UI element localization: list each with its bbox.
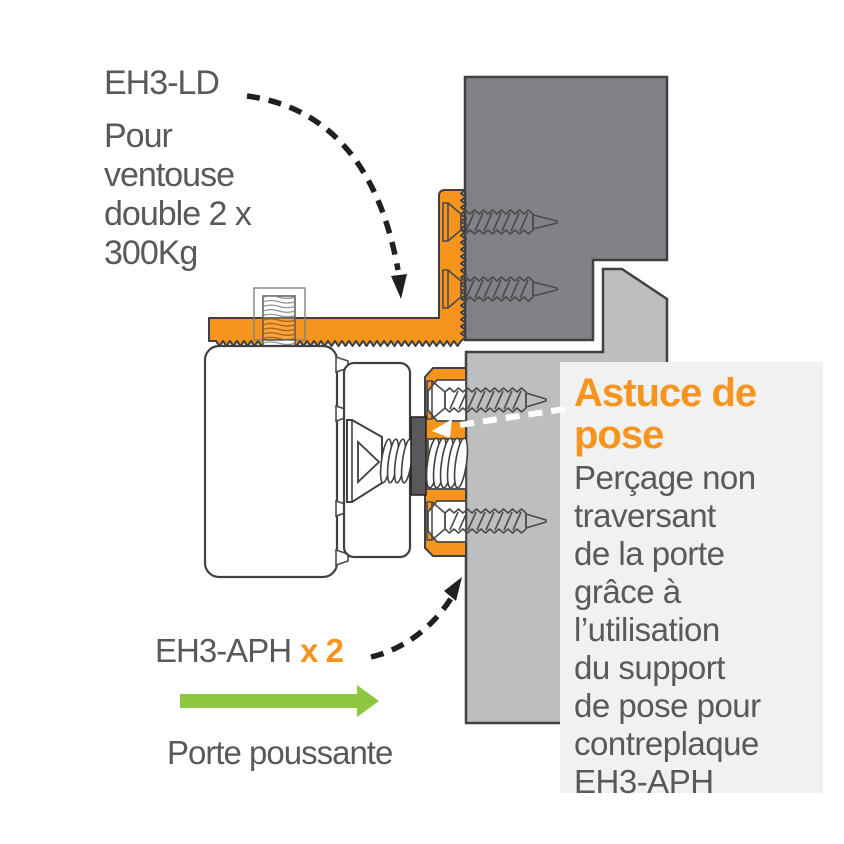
tip-body-line: du support	[574, 649, 725, 686]
green-arrow-icon	[180, 685, 379, 717]
dashed-arrow-eh3ld-icon	[246, 93, 407, 299]
tip-title: Astuce de pose	[574, 371, 757, 457]
bolt-assembly	[346, 416, 469, 503]
support-quantity: x 2	[300, 632, 344, 669]
tip-body-line: l’utilisation	[574, 611, 720, 648]
tip-body-line: de la porte	[574, 535, 725, 572]
tip-box-bg	[560, 362, 823, 793]
description-line: Pour	[104, 117, 173, 155]
tip-body-line: grâce à	[574, 573, 681, 610]
product-description: Pour ventouse double 2 x 300Kg	[104, 117, 252, 273]
door-direction-label: Porte poussante	[167, 734, 393, 771]
white-dashed-arrow-icon	[432, 406, 566, 438]
magnet-body	[203, 344, 339, 579]
door-screw-icon	[426, 380, 547, 420]
product-label-eh3ld: EH3-LD	[104, 64, 220, 102]
dashed-arrow-aph-icon	[370, 577, 462, 660]
tip-body-line: contreplaque	[574, 725, 759, 762]
washer	[410, 416, 427, 496]
tip-body: Perçage non traversant de la porte grâce…	[574, 459, 761, 801]
tip-body-line: Perçage non	[574, 459, 756, 496]
description-line: 300Kg	[104, 234, 198, 272]
wall-screw-icon	[442, 202, 558, 242]
description-line: ventouse	[104, 156, 235, 194]
tip-body-line: traversant	[574, 497, 716, 534]
tip-body-line: EH3-APH	[574, 763, 714, 800]
tip-body-line: de pose pour	[574, 687, 761, 724]
door-screw-icon	[426, 501, 547, 541]
wall-panel	[463, 75, 669, 342]
description-line: double 2 x	[104, 195, 252, 233]
support-label: EH3-APH	[155, 632, 292, 669]
wall-screw-icon	[442, 269, 558, 309]
